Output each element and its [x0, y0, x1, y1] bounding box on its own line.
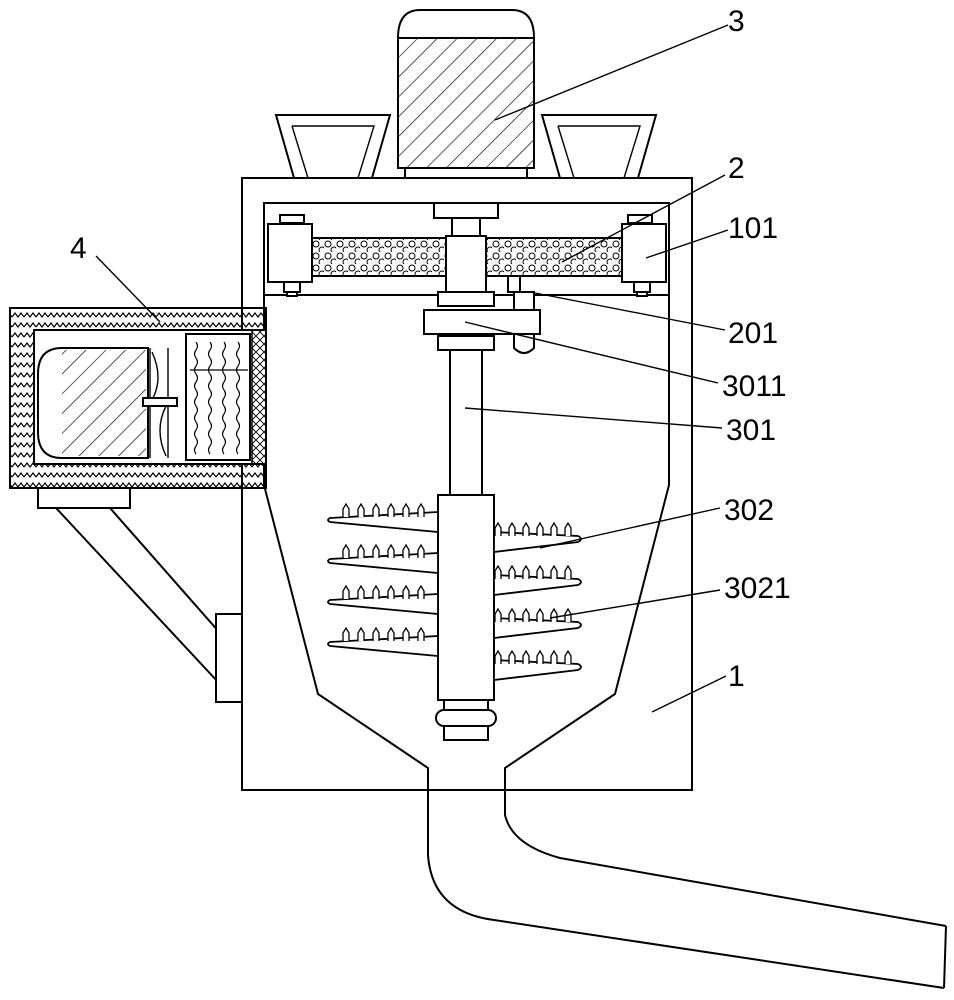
callout-3011: 3011	[722, 370, 787, 403]
spike	[523, 651, 529, 664]
spike	[551, 523, 557, 536]
spike	[523, 523, 529, 536]
spike	[403, 628, 409, 641]
spike	[388, 545, 394, 558]
spike	[537, 566, 543, 579]
spike	[343, 504, 349, 517]
spike	[403, 545, 409, 558]
callout-3: 3	[728, 5, 745, 38]
spike	[418, 586, 424, 599]
callout-4: 4	[70, 232, 87, 265]
spike	[358, 586, 364, 599]
spike	[418, 545, 424, 558]
spike	[551, 651, 557, 664]
callout-2: 2	[728, 152, 745, 185]
spike	[373, 504, 379, 517]
spike	[495, 566, 501, 579]
left-slider	[268, 215, 312, 296]
spike	[509, 566, 515, 579]
callout-1: 1	[728, 660, 745, 693]
spike	[551, 609, 557, 622]
spike	[358, 504, 364, 517]
spike	[495, 651, 501, 664]
right-hopper	[542, 115, 656, 178]
callout-302: 302	[724, 494, 774, 527]
spike	[403, 586, 409, 599]
spike	[343, 545, 349, 558]
spike	[403, 504, 409, 517]
spike	[565, 651, 571, 664]
top-motor	[398, 10, 534, 178]
spike	[388, 628, 394, 641]
spike	[388, 586, 394, 599]
spike	[418, 628, 424, 641]
spike	[343, 628, 349, 641]
callout-101: 101	[728, 212, 778, 245]
discharge-pipe	[428, 790, 946, 988]
spike	[495, 609, 501, 622]
spike	[343, 586, 349, 599]
spike	[509, 651, 515, 664]
spike	[537, 609, 543, 622]
blower-box	[10, 308, 266, 508]
spike	[509, 609, 515, 622]
spike	[358, 628, 364, 641]
spike	[565, 566, 571, 579]
spike	[565, 523, 571, 536]
spike	[418, 504, 424, 517]
spike	[537, 523, 543, 536]
spike	[373, 628, 379, 641]
spike	[373, 586, 379, 599]
spike	[358, 545, 364, 558]
spike	[373, 545, 379, 558]
spike	[495, 523, 501, 536]
callout-201: 201	[728, 317, 778, 350]
spike	[537, 651, 543, 664]
top-bearing	[434, 203, 498, 236]
callout-3021: 3021	[724, 572, 791, 605]
left-hopper	[276, 115, 390, 178]
spike	[509, 523, 515, 536]
callout-301: 301	[726, 414, 776, 447]
spike	[523, 609, 529, 622]
spike	[523, 566, 529, 579]
return-duct	[56, 508, 242, 702]
spike	[551, 566, 557, 579]
spike	[388, 504, 394, 517]
